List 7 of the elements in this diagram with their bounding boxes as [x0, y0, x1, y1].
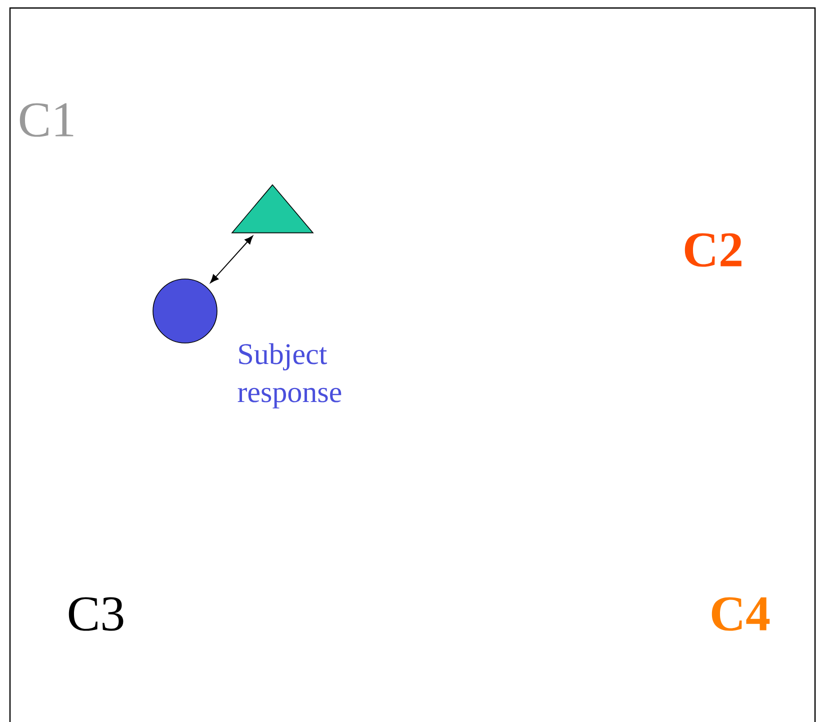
corner-label: C4: [712, 597, 770, 631]
caption-text: Subject response: [238, 343, 342, 408]
circle-shape: [152, 278, 218, 344]
arrow: [210, 236, 254, 284]
corner-label: C1: [20, 103, 74, 137]
corner-label: C2: [684, 233, 742, 267]
corner-label: C3: [68, 597, 124, 631]
